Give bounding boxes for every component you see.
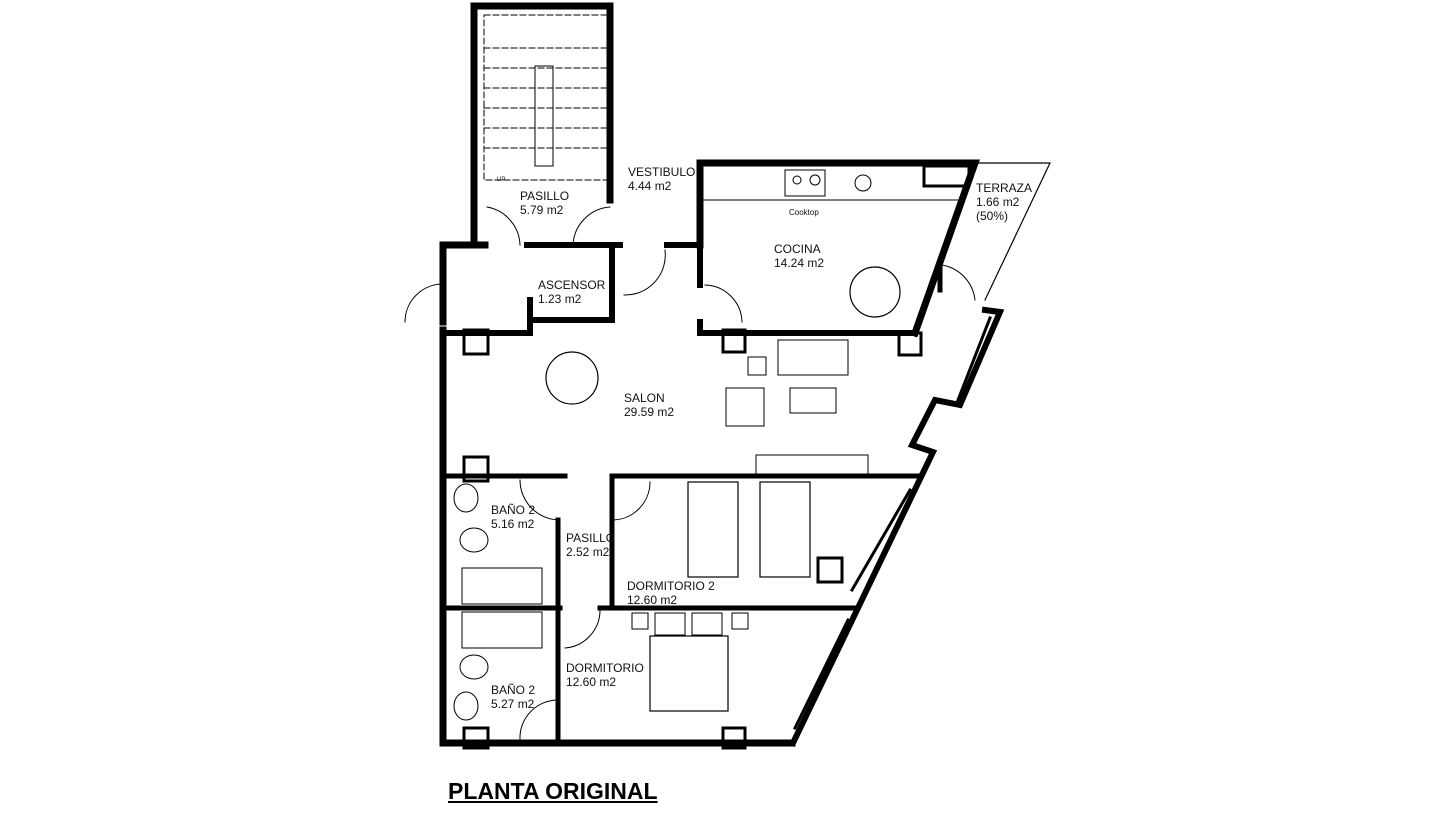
plan-title: PLANTA ORIGINAL [448,778,658,804]
stair-walls [470,2,614,249]
terraza-outline [974,162,1051,301]
exterior-wall-left [439,241,478,326]
exterior-wall-east [788,306,1005,748]
kitchen-top-wall [696,159,980,338]
stairs-up-label: UP [497,177,506,183]
exterior-wall-main [439,326,796,747]
cooktop-label: Cooktop [789,208,819,217]
